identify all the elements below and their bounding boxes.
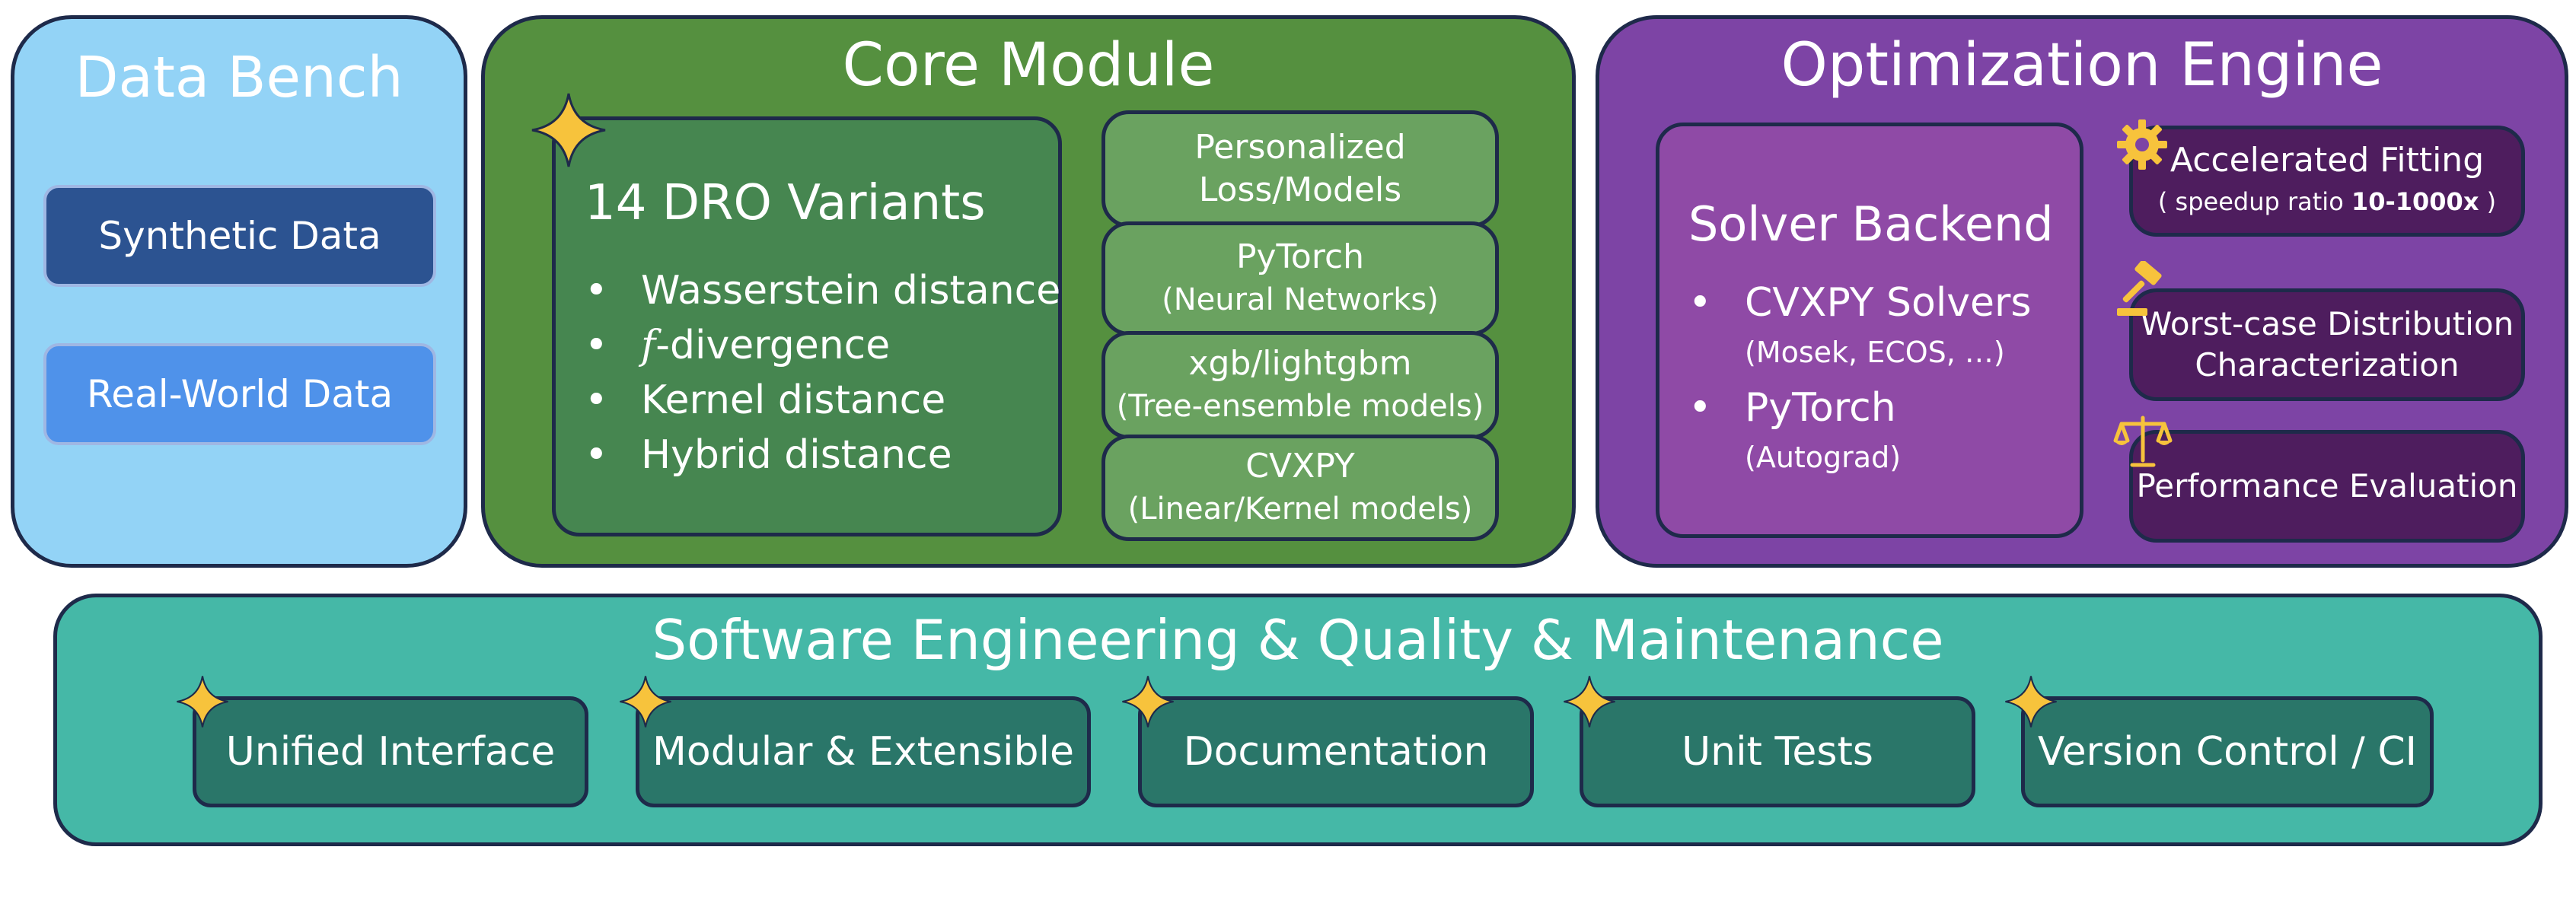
documentation-box: Documentation [1138, 696, 1534, 807]
optimization-engine-panel: Optimization Engine Solver Backend CVXPY… [1596, 15, 2568, 568]
software-engineering-title: Software Engineering & Quality & Mainten… [652, 608, 1944, 672]
xgb-backend-box: xgb/lightgbm (Tree-ensemble models) [1101, 331, 1499, 439]
feature-line: Characterization [2195, 346, 2460, 384]
list-item: Wasserstein distance [585, 263, 1060, 318]
star-icon [620, 676, 671, 727]
star-icon [2005, 676, 2057, 727]
backend-line: PyTorch [1235, 237, 1365, 276]
solver-backend-title: Solver Backend [1688, 196, 2054, 252]
feature-title: Accelerated Fitting [2170, 141, 2485, 180]
list-item: Hybrid distance [585, 428, 1060, 482]
dro-variants-box: 14 DRO Variants Wasserstein distance f-d… [552, 116, 1062, 536]
cvxpy-backend-box: CVXPY (Linear/Kernel models) [1101, 435, 1499, 541]
unified-interface-box: Unified Interface [193, 696, 588, 807]
backend-line: CVXPY [1245, 447, 1355, 486]
list-item: Kernel distance [585, 373, 1060, 428]
list-item: PyTorch (Autograd) [1688, 380, 2032, 479]
backend-subline: (Neural Networks) [1162, 282, 1439, 317]
pytorch-backend-box: PyTorch (Neural Networks) [1101, 221, 1499, 336]
feature-title: Performance Evaluation [2136, 467, 2518, 505]
core-module-title: Core Module [842, 31, 1215, 100]
star-icon [177, 676, 228, 727]
data-bench-panel: Data Bench Synthetic Data Real-World Dat… [11, 15, 467, 568]
list-item: CVXPY Solvers (Mosek, ECOS, …) [1688, 275, 2032, 374]
speedup-text: ( speedup ratio 10-1000x ) [2157, 187, 2497, 216]
version-control-box: Version Control / CI [2021, 696, 2434, 807]
performance-evaluation-box: Performance Evaluation [2129, 430, 2525, 543]
feature-line: Worst-case Distribution [2140, 305, 2514, 342]
star-icon [1564, 676, 1615, 727]
solver-list: CVXPY Solvers (Mosek, ECOS, …) PyTorch (… [1688, 275, 2032, 479]
gear-icon [2117, 119, 2167, 170]
real-world-data-box: Real-World Data [43, 343, 436, 445]
core-module-panel: Core Module 14 DRO Variants Wasserstein … [481, 15, 1576, 568]
star-icon [1122, 676, 1174, 727]
dro-variant-list: Wasserstein distance f-divergence Kernel… [585, 263, 1060, 482]
gavel-icon [2117, 261, 2162, 316]
backend-subline: (Tree-ensemble models) [1116, 389, 1484, 424]
star-icon [531, 93, 606, 167]
backend-line: Loss/Models [1198, 170, 1402, 209]
modular-extensible-box: Modular & Extensible [636, 696, 1091, 807]
unit-tests-box: Unit Tests [1580, 696, 1975, 807]
list-item: f-divergence [585, 318, 1060, 373]
synthetic-data-box: Synthetic Data [43, 185, 436, 287]
accelerated-fitting-box: Accelerated Fitting ( speedup ratio 10-1… [2129, 126, 2525, 237]
optimization-engine-title: Optimization Engine [1781, 31, 2383, 100]
worst-case-box: Worst-case Distribution Characterization [2129, 288, 2525, 401]
backend-line: Personalized [1194, 128, 1406, 167]
scales-icon [2113, 415, 2173, 467]
backend-line: xgb/lightgbm [1188, 344, 1412, 383]
solver-backend-box: Solver Backend CVXPY Solvers (Mosek, ECO… [1656, 123, 2083, 538]
data-bench-title: Data Bench [75, 45, 403, 110]
software-engineering-panel: Software Engineering & Quality & Mainten… [53, 594, 2543, 846]
personalized-loss-box: Personalized Loss/Models [1101, 110, 1499, 228]
dro-variants-title: 14 DRO Variants [585, 175, 986, 231]
f-symbol: f [641, 323, 656, 368]
backend-subline: (Linear/Kernel models) [1127, 492, 1473, 527]
